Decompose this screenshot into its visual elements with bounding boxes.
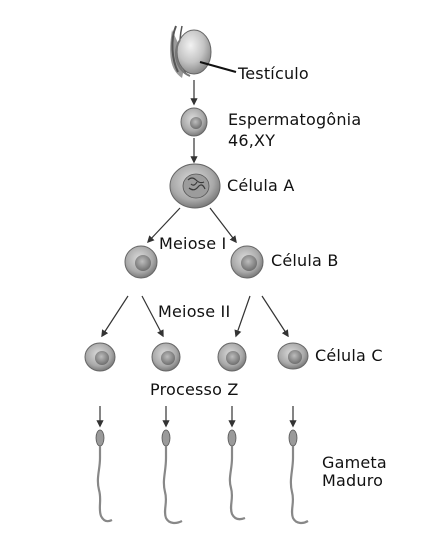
meiosis-1-label: Meiose I <box>159 234 226 254</box>
karyotype-label: 46,XY <box>228 131 275 151</box>
cell-a <box>170 164 220 208</box>
sperm-3 <box>228 430 245 519</box>
sperm-1 <box>96 430 112 521</box>
gamete-label-line1: Gameta <box>322 453 387 473</box>
spermatogonia-label: Espermatogônia <box>228 110 361 130</box>
arrow-meiosis2-3 <box>236 296 250 336</box>
sperm-4 <box>289 430 308 523</box>
arrow-meiosis2-1 <box>102 296 128 336</box>
cell-b-right <box>231 246 263 278</box>
arrow-meiosis2-4 <box>262 296 288 336</box>
cell-b-left <box>125 246 157 278</box>
cell-c-3 <box>218 343 246 371</box>
cell-c-4 <box>278 343 308 369</box>
sperm-2 <box>162 430 182 523</box>
meiosis-2-label: Meiose II <box>158 302 230 322</box>
cell-b-label: Célula B <box>271 251 339 271</box>
testicle-label: Testículo <box>238 64 309 84</box>
cell-a-label: Célula A <box>227 176 294 196</box>
gamete-label-line2: Maduro <box>322 471 383 491</box>
cell-c-label: Célula C <box>315 346 383 366</box>
testicle-illustration <box>170 26 236 78</box>
spermatogonia-cell <box>181 108 207 136</box>
cell-c-1 <box>85 343 115 371</box>
cell-c-2 <box>152 343 180 371</box>
process-z-label: Processo Z <box>150 380 239 400</box>
